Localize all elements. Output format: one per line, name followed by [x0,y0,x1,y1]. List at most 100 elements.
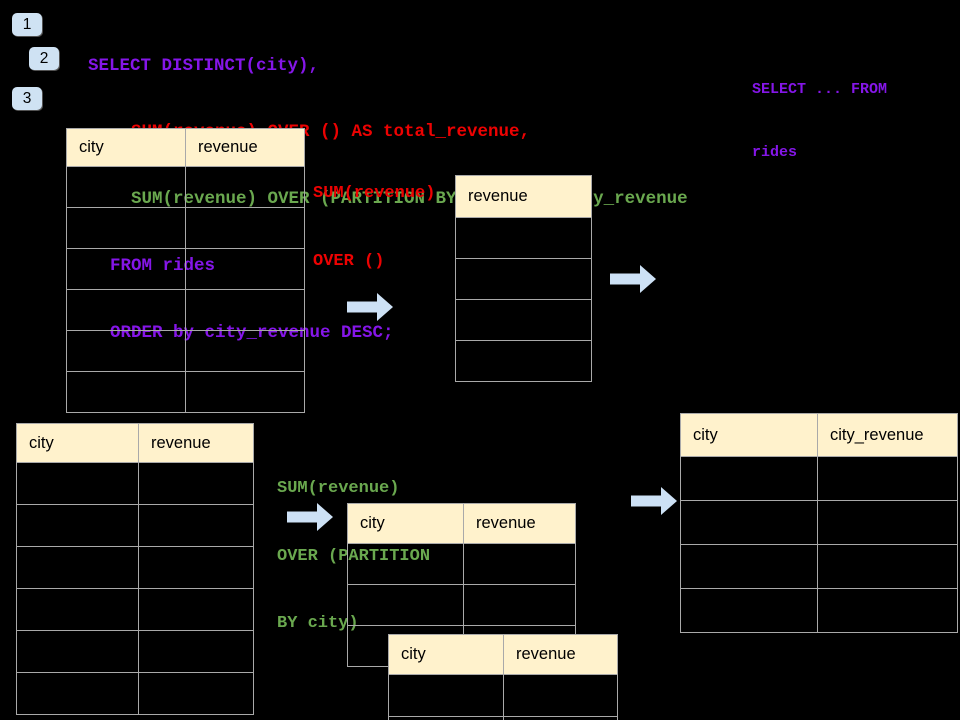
table-row [66,330,305,372]
table-cell [66,166,186,208]
table-row [16,546,254,589]
column-header: city [388,634,504,675]
table-cell [66,248,186,290]
arrow-right-icon [347,293,393,321]
arrow-right-icon [610,265,656,293]
table-row [16,504,254,547]
table-cell [66,371,186,413]
sql-line-select: SELECT DISTINCT(city), [88,55,320,76]
table-cell [138,462,254,505]
column-header: city [680,413,818,457]
table-row [680,588,958,633]
table-cell [185,289,305,331]
table-cell [138,546,254,589]
table-cell [347,584,464,626]
table-row [680,456,958,501]
table-cell [138,504,254,547]
table-row [66,207,305,249]
step-badge-2: 2 [29,47,59,70]
table-cell [503,674,618,717]
table-cell [16,630,139,673]
annotation-total-revenue: SUM(revenue) OVER () [313,138,435,318]
table-row [16,588,254,631]
note-line: rides [752,144,798,161]
arrow-right-icon [631,487,677,515]
column-header: city [66,128,186,167]
table-cell [455,340,592,382]
table-cell [16,504,139,547]
table-cell [455,258,592,300]
table-row [388,674,618,717]
table-cell [185,248,305,290]
arrow-right-icon [287,503,333,531]
table-cell [817,500,958,545]
table-cell [66,330,186,372]
table-cell [66,289,186,331]
table-cell [16,546,139,589]
table-cell [16,672,139,715]
column-header: city [347,503,464,544]
table-cell [185,166,305,208]
table-row [680,500,958,545]
table-cell [185,207,305,249]
table-cell [388,716,504,720]
table-cell [817,456,958,501]
column-header: revenue [463,503,576,544]
table-cell [138,588,254,631]
annotation-line: OVER () [313,251,385,271]
table-cell [185,330,305,372]
select-from-note: SELECT ... FROM rides [752,37,887,205]
table-row [66,248,305,290]
table-cell [680,500,818,545]
table-row [16,462,254,505]
table-row [455,340,592,382]
table-cell [388,674,504,717]
column-header: revenue [503,634,618,675]
table-row [347,584,576,626]
table-cell [185,371,305,413]
note-line: SELECT ... FROM [752,81,888,98]
table-row [66,289,305,331]
annotation-line: SUM(revenue) [313,184,436,203]
table-row [455,258,592,300]
annotation-line: SUM(revenue) [277,479,400,498]
column-header: revenue [185,128,305,167]
table-cell [680,588,818,633]
table-row [680,544,958,589]
annotation-line: BY city) [277,614,359,633]
table-cell [455,299,592,341]
table-row [66,166,305,208]
table-cell [66,207,186,249]
table-row [455,217,592,259]
step-badge-1: 1 [12,13,42,36]
table-cell [680,456,818,501]
table-row [455,299,592,341]
table-row [66,371,305,413]
table-cell [503,716,618,720]
table-row [16,672,254,715]
table-row [16,630,254,673]
table-row [347,543,576,585]
table-cell [463,584,576,626]
table-total-revenue-result: revenue [455,175,592,382]
step-badge-3: 3 [12,87,42,110]
table-cell [817,588,958,633]
table-row [388,716,618,720]
table-cell [817,544,958,589]
column-header: revenue [455,175,592,218]
table-cell [347,543,464,585]
table-header-row: revenue [455,175,592,218]
table-cell [16,462,139,505]
table-cell [138,630,254,673]
table-cell [463,543,576,585]
table-cell [680,544,818,589]
